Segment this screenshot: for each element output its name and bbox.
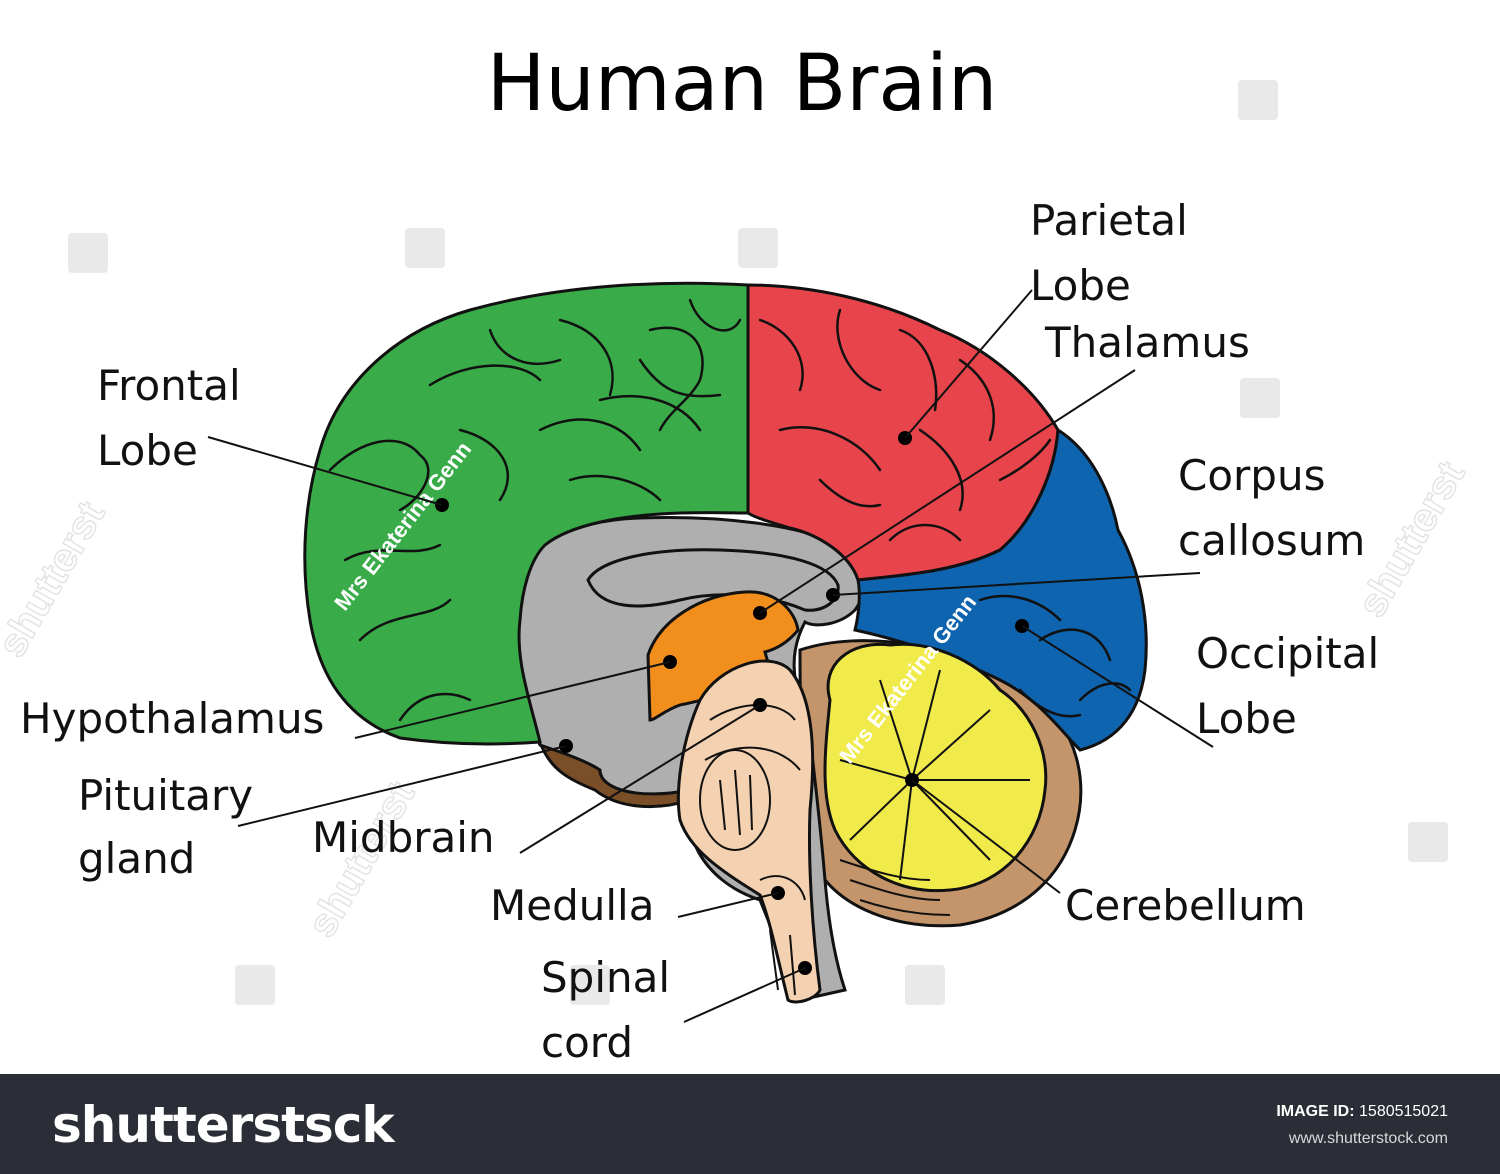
image-id-label: IMAGE ID: (1276, 1103, 1355, 1120)
footer-url[interactable]: www.shutterstock.com (1288, 1130, 1448, 1147)
diagram-canvas: shutterst shutterst shutterst Human Brai… (0, 39, 1475, 1067)
brain-diagram: shutterst shutterst shutterst Human Brai… (0, 39, 1474, 1067)
label-occipital-line1: Occipital (1196, 629, 1379, 678)
label-spinal-line1: Spinal (541, 953, 670, 1002)
label-midbrain: Midbrain (312, 813, 495, 862)
label-medulla: Medulla (490, 881, 654, 930)
label-corpus-line1: Corpus (1178, 451, 1325, 500)
footer-brand-logo[interactable]: shutterstsck (52, 1096, 395, 1154)
label-corpus-line2: callosum (1178, 516, 1365, 565)
footer-image-id: IMAGE ID: 1580515021 (1276, 1103, 1448, 1121)
watermark-marks (68, 80, 1448, 1005)
cerebellum-folds (839, 669, 1030, 881)
cortex-gyri (328, 298, 1132, 722)
cerebellum (823, 642, 1048, 893)
label-hypothalamus: Hypothalamus (20, 694, 324, 743)
label-parietal-line2: Lobe (1030, 261, 1131, 310)
cerebellum-base-lines (839, 859, 951, 916)
leader-lines (207, 289, 1214, 1023)
stock-footer: shutterstsck IMAGE ID: 1580515021 www.sh… (0, 1074, 1500, 1174)
diagram-title: Human Brain (487, 39, 998, 129)
occipital-lobe (853, 427, 1148, 752)
label-cerebellum: Cerebellum (1065, 881, 1306, 930)
label-pituitary-line1: Pituitary (78, 771, 253, 820)
brainstem (676, 659, 822, 1004)
label-thalamus: Thalamus (1044, 318, 1250, 367)
svg-text:shutterst: shutterst (0, 494, 113, 664)
label-frontal-line2: Lobe (97, 426, 198, 475)
label-frontal-line1: Frontal (97, 361, 241, 410)
label-parietal-line1: Parietal (1030, 196, 1188, 245)
label-occipital-line2: Lobe (1196, 694, 1297, 743)
svg-text:shutterst: shutterst (1350, 454, 1474, 624)
frontal-lobe (303, 281, 750, 746)
image-id-value: 1580515021 (1359, 1103, 1448, 1120)
label-pituitary-line2: gland (78, 834, 195, 883)
label-spinal-line2: cord (541, 1018, 633, 1067)
